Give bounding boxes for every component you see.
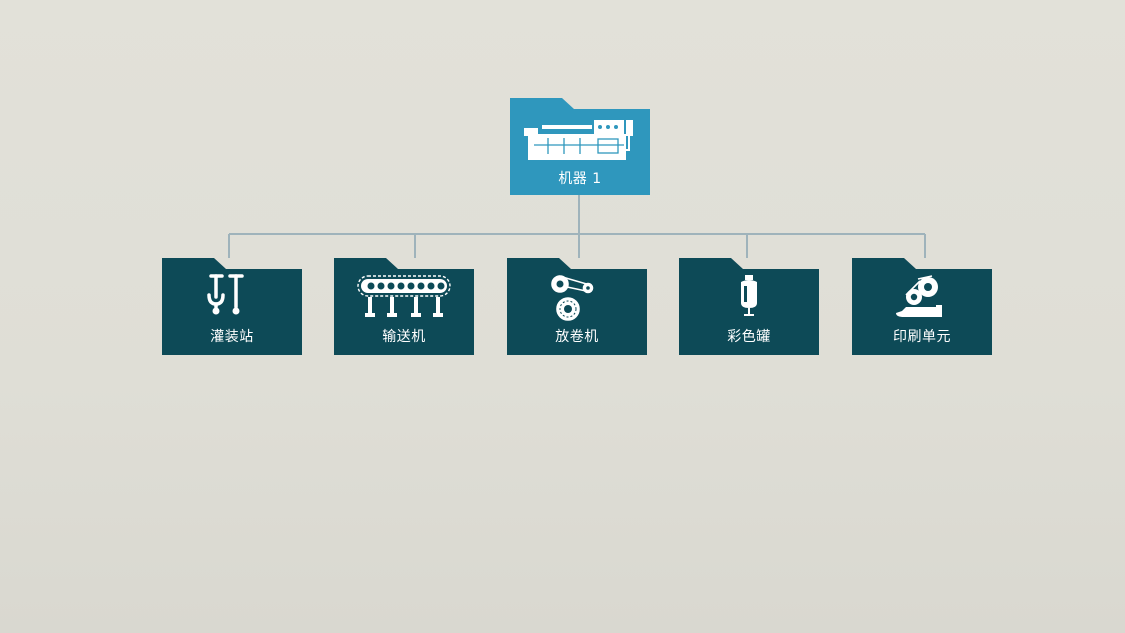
folder-filling-station[interactable]: 灌装站: [162, 258, 302, 355]
unwinder-icon: [551, 275, 594, 321]
machine-icon: [524, 120, 633, 160]
folder-label: 灌装站: [210, 329, 254, 345]
folder-unwinder[interactable]: 放卷机: [507, 258, 647, 355]
folder-color-tank[interactable]: 彩色罐: [679, 258, 819, 355]
folder-shape: [852, 258, 992, 355]
folder-printing-unit[interactable]: 印刷单元: [852, 258, 992, 355]
folder-label: 输送机: [382, 329, 426, 345]
color-tank-icon: [741, 275, 757, 316]
folder-machine-1[interactable]: 机器 1: [510, 98, 650, 195]
folder-shape: [162, 258, 302, 355]
folder-label: 放卷机: [555, 329, 599, 345]
folder-conveyor[interactable]: 输送机: [334, 258, 474, 355]
conveyor-icon: [357, 275, 451, 317]
printing-unit-icon: [896, 275, 942, 317]
folder-label: 彩色罐: [727, 329, 771, 345]
folder-label: 机器 1: [558, 171, 602, 187]
filling-station-icon: [207, 274, 244, 315]
folder-label: 印刷单元: [893, 329, 951, 345]
